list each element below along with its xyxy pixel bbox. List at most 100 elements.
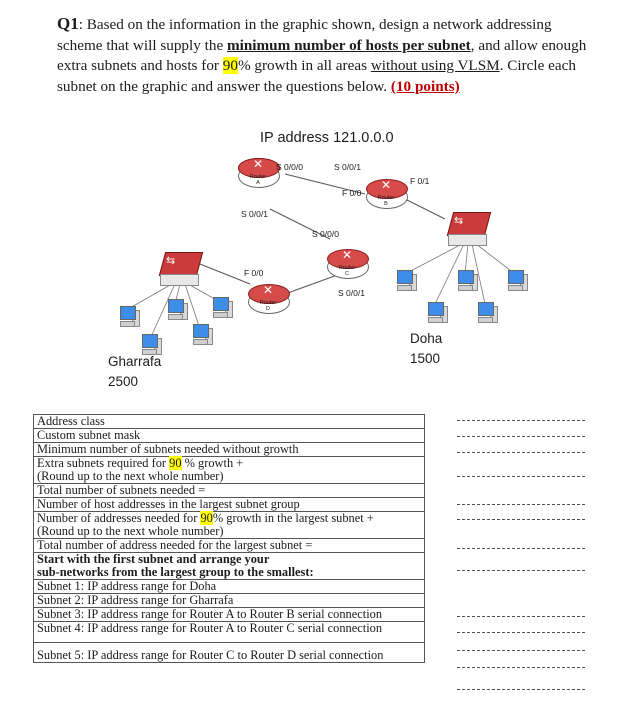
answer-line[interactable]: [457, 452, 585, 453]
answer-line[interactable]: [457, 519, 585, 520]
question-points: (10 points): [390, 77, 460, 95]
row-text: Start with the first subnet and arrange …: [37, 552, 270, 566]
row-total-addresses: Total number of address needed for the l…: [33, 538, 425, 553]
router-arrows-icon: ✕: [380, 178, 392, 192]
row-text: Extra subnets required for: [37, 456, 170, 470]
row-growth-addresses: Number of addresses needed for 90% growt…: [33, 511, 425, 539]
question-emphasis-hosts: minimum number of hosts per subnet: [226, 36, 471, 54]
row-subtext: (Round up to the next whole number): [37, 469, 224, 483]
row-text: % growth +: [181, 456, 244, 470]
question-text: Q1: Based on the information in the grap…: [57, 14, 597, 97]
pc-icon: [458, 270, 478, 292]
router-arrows-icon: ✕: [341, 248, 353, 262]
answer-line[interactable]: [457, 476, 585, 477]
pc-icon: [193, 324, 213, 346]
gharrafa-hosts: 2500: [108, 374, 139, 389]
table-row: Start with the first subnet and arrange …: [33, 552, 425, 580]
question-part-4: . Circle each subnet on the graphic and …: [57, 57, 576, 95]
pc-icon: [168, 299, 188, 321]
switch-arrows-icon: ⇆: [454, 214, 464, 227]
table-row: Total number of subnets needed =: [33, 483, 425, 498]
row-min-subnets: Minimum number of subnets needed without…: [33, 442, 425, 457]
question-number: Q1: [57, 14, 79, 33]
answer-line[interactable]: [457, 570, 585, 571]
row-instruction: Start with the first subnet and arrange …: [33, 552, 425, 580]
answer-line[interactable]: [457, 632, 585, 633]
row-subnet-2: Subnet 2: IP address range for Gharrafa: [33, 593, 425, 608]
link-d-switch-gharrafa: [199, 263, 251, 285]
table-row: Number of addresses needed for 90% growt…: [33, 511, 425, 539]
answer-line[interactable]: [457, 650, 585, 651]
table-row: Number of host addresses in the largest …: [33, 497, 425, 512]
row-subnet-1: Subnet 1: IP address range for Doha: [33, 579, 425, 594]
percent-highlight: 90: [169, 456, 182, 470]
iface-c-s000: S 0/0/0: [312, 229, 339, 239]
link-a-c: [269, 208, 331, 240]
answer-line[interactable]: [457, 616, 585, 617]
table-row: Total number of address needed for the l…: [33, 538, 425, 553]
iface-b-f00: F 0/0: [342, 188, 362, 198]
table-row: Subnet 2: IP address range for Gharrafa: [33, 593, 425, 608]
network-links: [127, 173, 516, 340]
row-text: % growth in the largest subnet +: [212, 511, 374, 525]
row-address-class: Address class: [33, 414, 425, 429]
pc-icon: [478, 302, 498, 324]
row-custom-subnet-mask: Custom subnet mask: [33, 428, 425, 443]
router-arrows-icon: ✕: [262, 283, 274, 297]
row-subnet-3: Subnet 3: IP address range for Router A …: [33, 607, 425, 622]
answer-line[interactable]: [457, 689, 585, 690]
pc-icon: [428, 302, 448, 324]
ip-address-title: IP address 121.0.0.0: [260, 130, 394, 146]
router-c-label: Router: [338, 265, 356, 271]
row-extra-subnets: Extra subnets required for 90 % growth +…: [33, 456, 425, 484]
iface-b-s001: S 0/0/1: [334, 162, 361, 172]
question-emphasis-vlsm: without using VLSM: [370, 57, 500, 75]
pc-icon: [397, 270, 417, 292]
router-b-letter: B: [384, 201, 388, 207]
pc-icon: [120, 306, 140, 328]
row-subnet-5: Subnet 5: IP address range for Router C …: [33, 642, 425, 663]
row-subnet-4: Subnet 4: IP address range for Router A …: [33, 621, 425, 643]
table-row: Subnet 4: IP address range for Router A …: [33, 621, 425, 643]
pc-icon: [142, 334, 162, 356]
question-table: Address class Custom subnet mask Minimum…: [33, 414, 425, 663]
table-row: Custom subnet mask: [33, 428, 425, 443]
answer-line[interactable]: [457, 436, 585, 437]
answer-line[interactable]: [457, 548, 585, 549]
gharrafa-label: Gharrafa 2500: [108, 352, 161, 392]
row-text: Number of addresses needed for: [37, 511, 201, 525]
doha-label: Doha 1500: [410, 329, 442, 369]
answer-line[interactable]: [457, 667, 585, 668]
router-a-letter: A: [256, 180, 260, 186]
iface-b-f01: F 0/1: [410, 176, 430, 186]
doha-lan-cables: [404, 243, 516, 305]
iface-a-s001: S 0/0/1: [241, 209, 268, 219]
row-subtext: (Round up to the next whole number): [37, 524, 224, 538]
pc-icon: [508, 270, 528, 292]
gharrafa-name: Gharrafa: [108, 354, 162, 369]
question-percent-highlight: 90: [222, 57, 238, 75]
answer-line[interactable]: [457, 504, 585, 505]
router-d-letter: D: [266, 306, 270, 312]
switch-gharrafa: ⇆: [158, 252, 204, 286]
router-a-label: Router: [249, 174, 267, 180]
table-row: Subnet 3: IP address range for Router A …: [33, 607, 425, 622]
router-arrows-icon: ✕: [252, 157, 264, 171]
iface-c-s001: S 0/0/1: [338, 288, 365, 298]
table-row: Extra subnets required for 90 % growth +…: [33, 456, 425, 484]
router-d-label: Router: [259, 300, 277, 306]
table-row: Minimum number of subnets needed without…: [33, 442, 425, 457]
row-text: sub-networks from the largest group to t…: [37, 565, 314, 579]
question-part-2: , and allow enough extra subnets and hos…: [57, 36, 587, 75]
doha-hosts: 1500: [410, 351, 441, 366]
answer-line[interactable]: [457, 420, 585, 421]
row-largest-group-hosts: Number of host addresses in the largest …: [33, 497, 425, 512]
table-row: Subnet 1: IP address range for Doha: [33, 579, 425, 594]
iface-a-s000: S 0/0/0: [276, 162, 303, 172]
pc-icon: [213, 297, 233, 319]
